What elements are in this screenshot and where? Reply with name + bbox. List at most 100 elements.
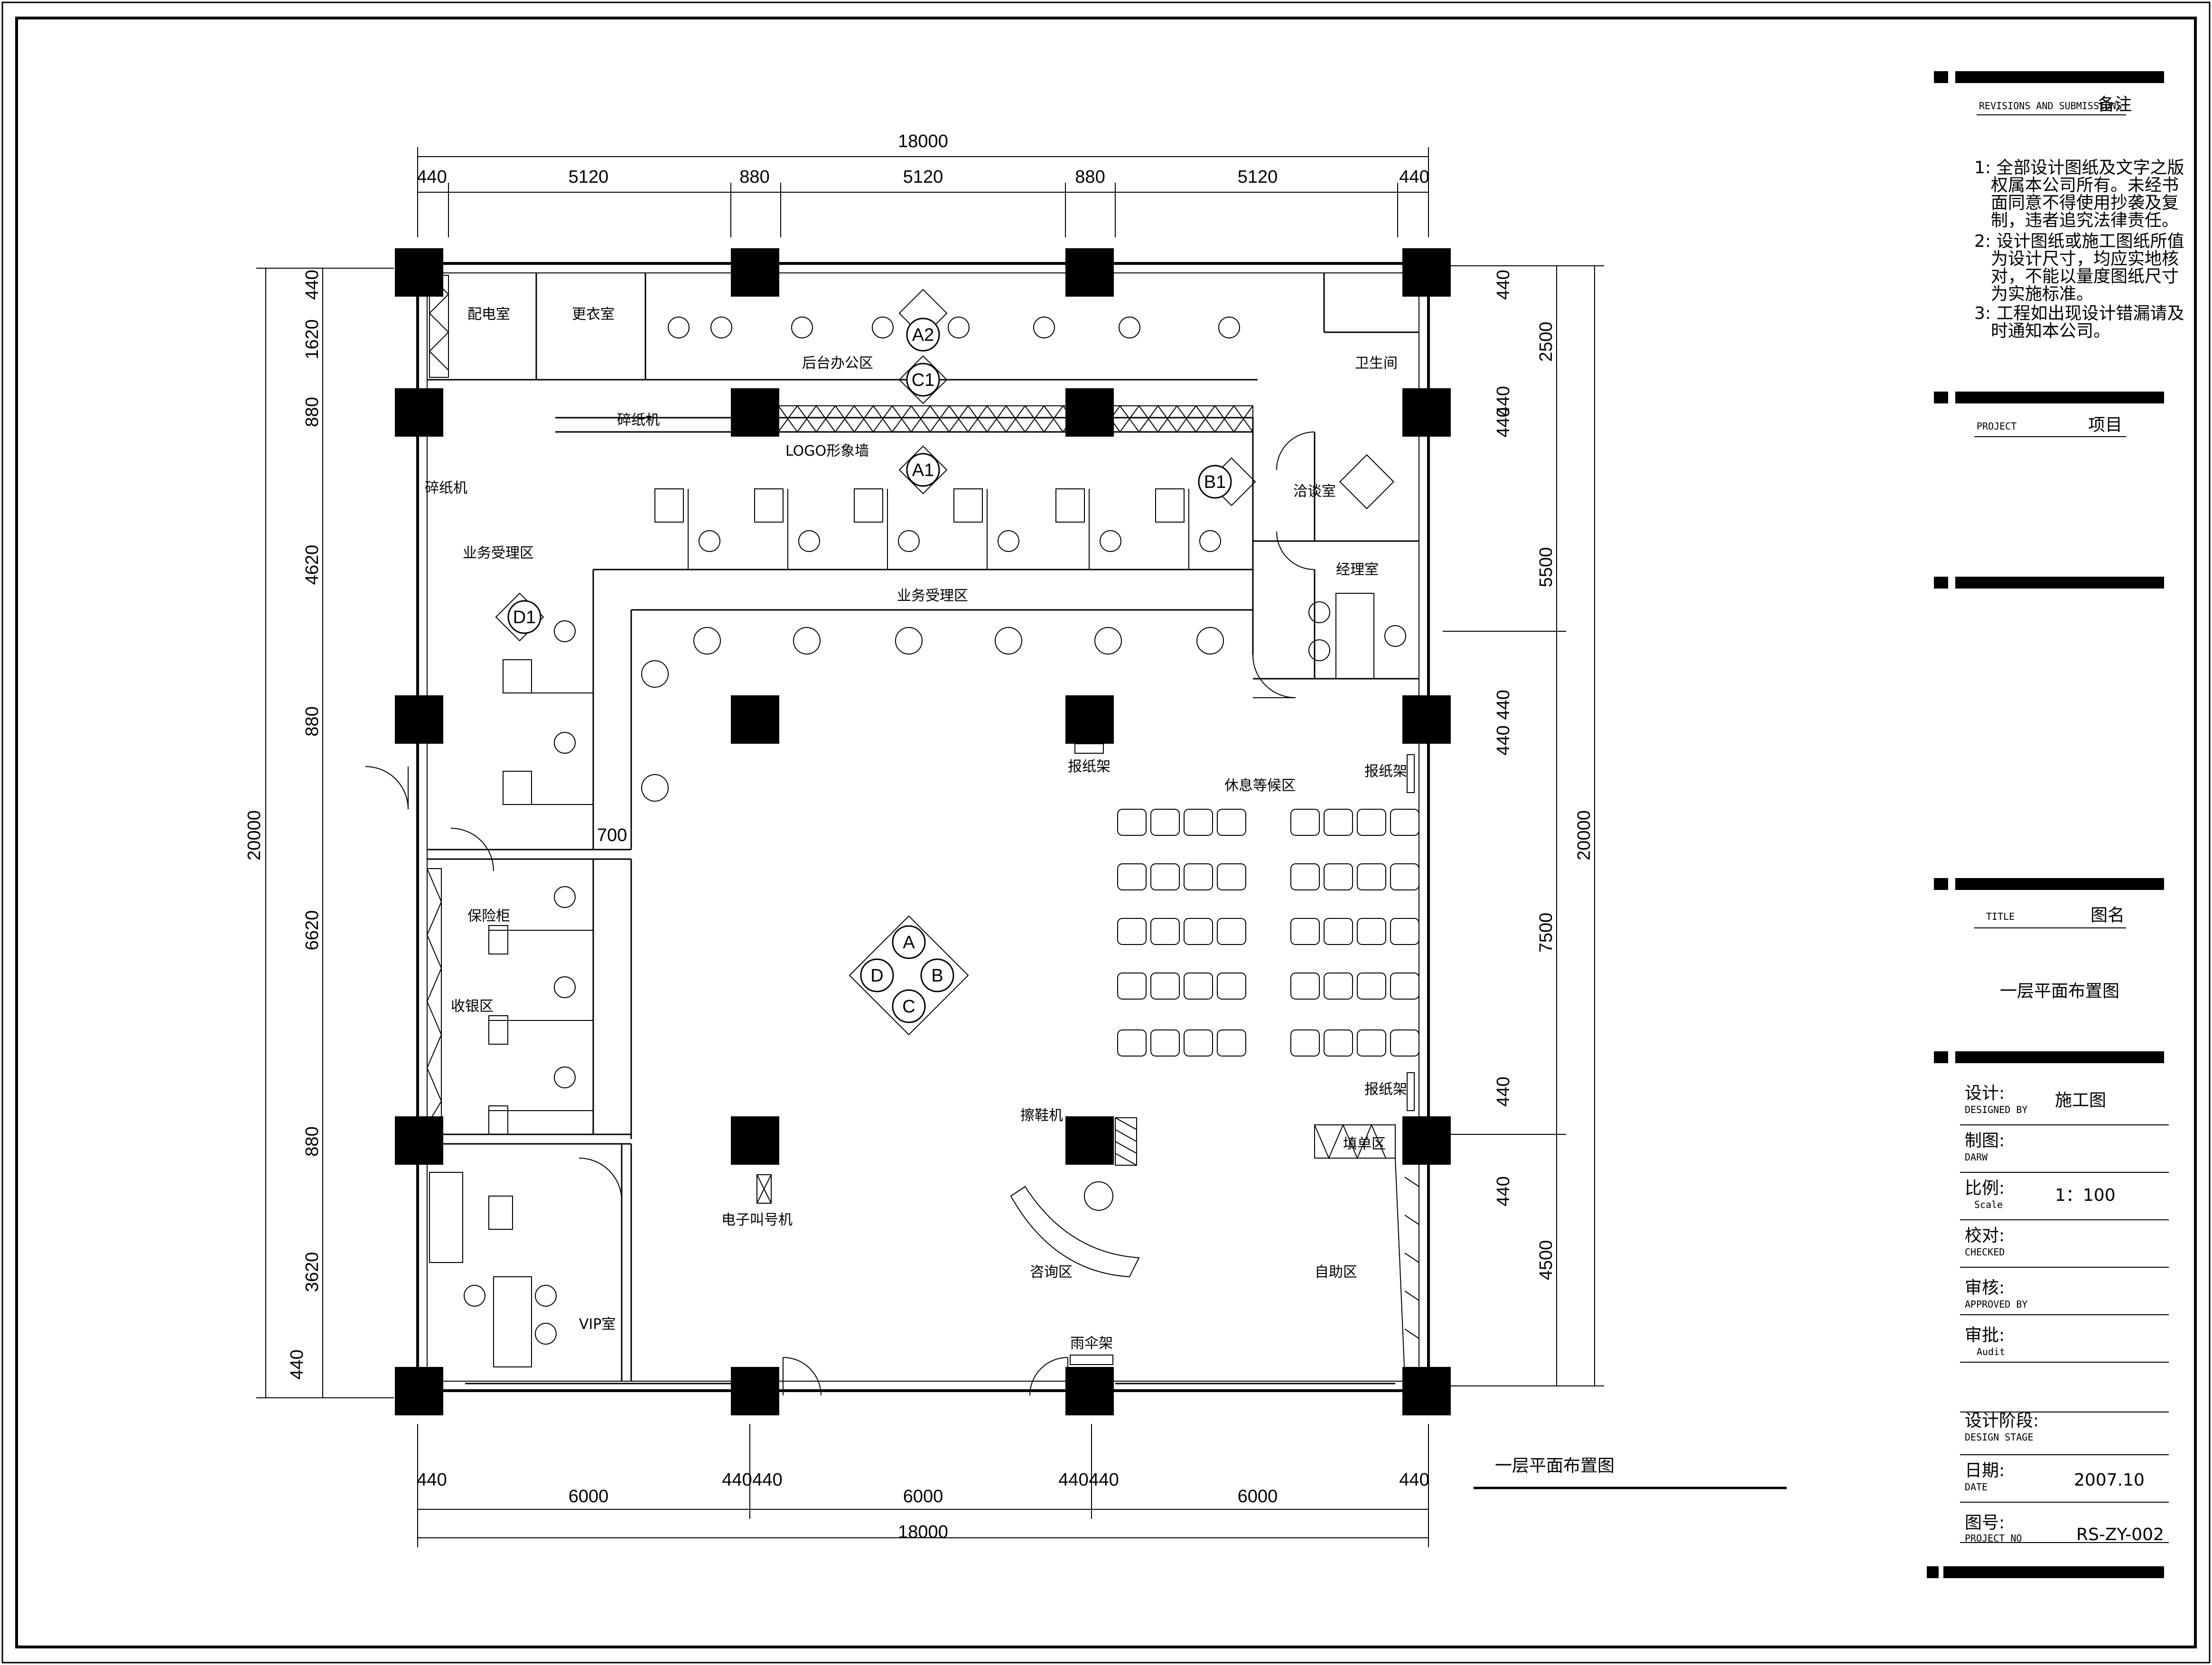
dim-left-seg: 3620 xyxy=(302,1252,322,1292)
room-label-form-filling: 填单区 xyxy=(1343,1136,1386,1152)
room-label-newspaper-1: 报纸架 xyxy=(1068,758,1111,775)
tb-note-line: 制，违者追究法律责任。 xyxy=(1991,211,2179,230)
view-marker-abcd: A B C D xyxy=(849,915,969,1036)
dim-right-seg: 4500 xyxy=(1536,1240,1556,1281)
room-label-negotiation: 洽谈室 xyxy=(1293,483,1336,500)
dim-right-total: 20000 xyxy=(1574,810,1594,861)
dim-top-seg: 5120 xyxy=(903,167,943,187)
dim-left-seg: 880 xyxy=(302,397,322,427)
room-label-business-center: 业务受理区 xyxy=(897,588,968,604)
tb-no-en: PROJECT NO xyxy=(1965,1533,2022,1544)
tb-note-line: 3: 工程如出现设计错漏请及 xyxy=(1974,304,2184,323)
dim-bottom-seg: 440 xyxy=(1058,1470,1088,1490)
tb-audit-en: Audit xyxy=(1977,1346,2005,1357)
vip-coffee-table xyxy=(488,1196,513,1230)
tb-title-en: TITLE xyxy=(1986,911,2015,922)
room-label-shredder-top: 碎纸机 xyxy=(617,412,660,429)
vip-sofa xyxy=(429,1172,463,1263)
counter-desks xyxy=(488,488,1189,1135)
bottom-dimensions: 440 6000 440 440 6000 440 440 6000 440 1… xyxy=(417,1424,1429,1547)
dim-bottom-seg: 440 xyxy=(752,1470,782,1490)
tb-no-cn: 图号: xyxy=(1965,1513,2005,1533)
negotiation-table xyxy=(1339,454,1394,509)
view-marker-b1: B1 xyxy=(1198,457,1256,506)
tb-note-line: 1: 全部设计图纸及文字之版 xyxy=(1974,158,2184,178)
room-label-vip: VIP室 xyxy=(579,1316,616,1333)
tb-stage-cn: 设计阶段: xyxy=(1965,1411,2039,1431)
marker-d-label: D xyxy=(870,966,883,986)
tb-approved-cn: 审核: xyxy=(1965,1278,2005,1298)
tb-project-cn: 项目 xyxy=(2088,415,2122,435)
room-label-changing-room: 更衣室 xyxy=(572,306,615,323)
structural-columns xyxy=(395,248,1451,1415)
room-label-toilet: 卫生间 xyxy=(1355,355,1398,372)
right-dimensions: 2500 5500 7500 4500 20000 440 440 440 44… xyxy=(1443,265,1604,1386)
tb-title-value: 一层平面布置图 xyxy=(2000,982,2119,1001)
room-label-business-left: 业务受理区 xyxy=(463,545,534,561)
tb-date-value: 2007.10 xyxy=(2074,1470,2145,1490)
marker-d1-label: D1 xyxy=(513,608,536,627)
left-dimensions: 20000 440 1620 880 4620 880 6620 880 362… xyxy=(244,268,394,1398)
view-marker-c1: C1 xyxy=(898,355,948,404)
dim-right-seg: 2500 xyxy=(1536,322,1556,362)
dim-top-seg: 440 xyxy=(1399,167,1429,187)
dim-right-inner: 440 xyxy=(1493,1076,1513,1106)
marker-a1-label: A1 xyxy=(912,460,934,480)
room-label-logo-wall: LOGO形象墙 xyxy=(785,443,869,459)
marker-c1-label: C1 xyxy=(912,370,935,390)
room-label-queue-machine: 电子叫号机 xyxy=(721,1212,793,1228)
drawing-frame xyxy=(15,17,2197,1648)
tb-draw-en: DARW xyxy=(1965,1151,1988,1163)
dim-left-seg: 880 xyxy=(302,706,322,736)
waiting-seats xyxy=(1117,809,1419,1057)
dim-right-inner: 440 xyxy=(1493,690,1513,720)
tb-revisions-cn: 备注 xyxy=(2098,95,2132,114)
room-label-shredder-left: 碎纸机 xyxy=(425,480,467,496)
newspaper-rack xyxy=(1074,743,1104,754)
tb-no-value: RS-ZY-002 xyxy=(2076,1525,2164,1544)
vip-desk xyxy=(493,1276,532,1367)
dim-left-seg: 440 xyxy=(287,1349,307,1379)
tb-approved-en: APPROVED BY xyxy=(1965,1299,2027,1310)
dim-bottom-seg: 440 xyxy=(417,1470,447,1490)
view-marker-a2: A2 xyxy=(898,289,948,352)
room-label-umbrella: 雨伞架 xyxy=(1070,1335,1113,1352)
tb-note-line: 权属本公司所有。未经书 xyxy=(1991,176,2179,195)
dim-left-seg: 4620 xyxy=(302,545,322,585)
marker-a2-label: A2 xyxy=(912,325,934,345)
dim-bottom-seg: 440 xyxy=(722,1470,752,1490)
room-labels: 配电室 更衣室 后台办公区 卫生间 碎纸机 LOGO形象墙 碎纸机 业务受理区 … xyxy=(425,306,1407,1352)
room-label-cashier: 收银区 xyxy=(451,998,494,1015)
tb-scale-en: Scale xyxy=(1974,1199,2003,1210)
tb-date-en: DATE xyxy=(1965,1481,1988,1493)
room-label-inquiry: 咨询区 xyxy=(1030,1264,1073,1281)
dim-bottom-total: 18000 xyxy=(898,1522,948,1542)
dim-bottom-seg: 440 xyxy=(1089,1470,1119,1490)
umbrella-rack xyxy=(1070,1355,1113,1365)
room-label-waiting: 休息等候区 xyxy=(1224,777,1296,794)
chairs xyxy=(464,317,1406,1345)
tb-revisions-en: REVISIONS AND SUBMISSIONS xyxy=(1979,100,2122,112)
dim-bottom-seg: 6000 xyxy=(1238,1487,1278,1506)
newspaper-rack xyxy=(1407,754,1415,793)
tb-scale-cn: 比例: xyxy=(1965,1179,2005,1198)
tb-checked-cn: 校对: xyxy=(1965,1226,2005,1245)
dim-top-total: 18000 xyxy=(898,131,948,151)
building-walls xyxy=(365,262,1430,1396)
view-marker-d1: D1 xyxy=(495,592,544,642)
dim-700: 700 xyxy=(597,825,627,845)
dim-bottom-seg: 440 xyxy=(1399,1470,1429,1490)
tb-designed-en: DESIGNED BY xyxy=(1965,1104,2027,1115)
marker-b1-label: B1 xyxy=(1204,472,1226,492)
tb-note-line: 为实施标准。 xyxy=(1991,284,2093,304)
dim-top-seg: 5120 xyxy=(1238,167,1278,187)
tb-stage-en: DESIGN STAGE xyxy=(1965,1431,2034,1443)
title-block: REVISIONS AND SUBMISSIONS 备注 1: 全部设计图纸及文… xyxy=(1927,71,2184,1578)
dim-top-seg: 880 xyxy=(739,167,769,187)
room-label-shoe-polisher: 擦鞋机 xyxy=(1020,1107,1063,1124)
dim-left-total: 20000 xyxy=(244,810,264,861)
dim-right-inner: 440 xyxy=(1493,725,1513,755)
room-label-manager: 经理室 xyxy=(1336,561,1379,578)
tb-note-line: 为设计尺寸，均应实地核 xyxy=(1991,249,2179,269)
